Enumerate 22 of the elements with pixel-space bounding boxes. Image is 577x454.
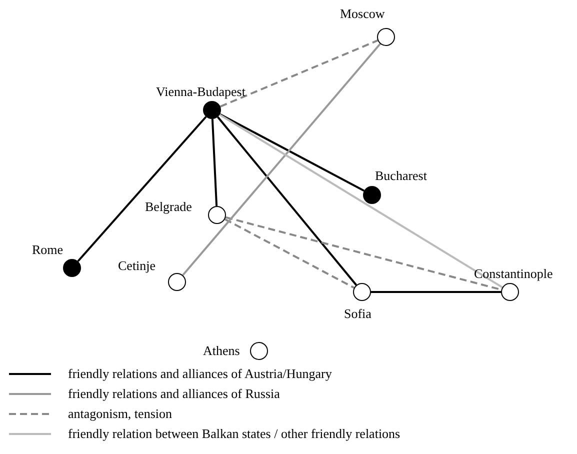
relation-line: [182, 43, 381, 276]
relation-line: [224, 218, 355, 289]
city-label: Belgrade: [145, 198, 192, 215]
city-label: Sofia: [344, 305, 372, 322]
city-label: Rome: [32, 241, 64, 258]
city-label: Moscow: [340, 5, 385, 22]
relation-line: [371, 291, 501, 293]
legend-label: friendly relations and alliances of Austria/Hungary: [68, 365, 332, 384]
legend-label: friendly relation between Balkan states / other friendly relations: [68, 425, 400, 444]
city-label: Bucharest: [375, 167, 427, 184]
relation-line: [220, 40, 378, 108]
city-label: Vienna-Budapest: [156, 83, 246, 100]
relation-line: [77, 116, 207, 262]
city-label: Athens: [203, 342, 240, 359]
relation-line: [219, 113, 365, 192]
legend-label: antagonism, tension: [68, 405, 172, 424]
relation-line: [216, 116, 358, 286]
city-label: Constantinople: [474, 265, 553, 282]
city-label: Cetinje: [118, 257, 156, 274]
relation-line: [211, 118, 218, 206]
legend-label: friendly relations and alliances of Russia: [68, 385, 280, 404]
relation-line: [219, 114, 503, 288]
